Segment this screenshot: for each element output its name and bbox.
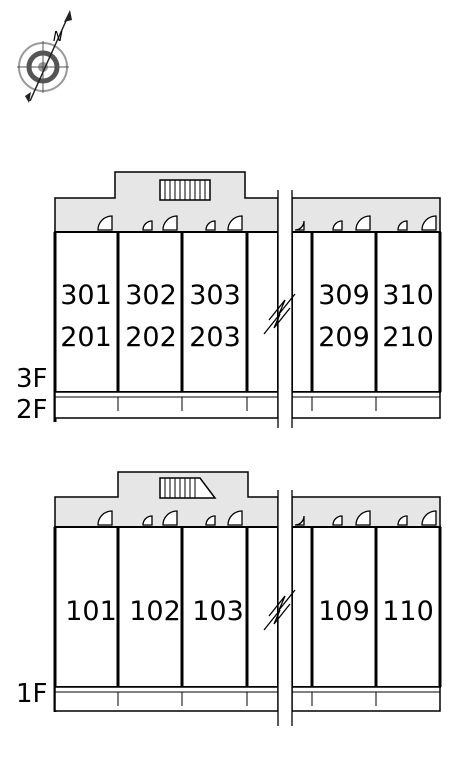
break-line-icon — [268, 589, 296, 617]
lower-floor-plan: 101 102 103 109 110 1F — [16, 471, 442, 726]
unit-303: 303 — [189, 280, 241, 311]
upper-balcony — [54, 391, 279, 419]
break-line-icon — [268, 293, 296, 321]
unit-109: 109 — [318, 596, 370, 627]
unit-210: 210 — [382, 322, 434, 353]
door-swings-upper — [97, 215, 437, 231]
floor-label-3f: 3F — [16, 364, 48, 394]
lower-balcony — [54, 686, 279, 712]
unit-103: 103 — [192, 596, 244, 627]
upper-floor-plan: 301 302 303 309 310 201 202 203 209 210 … — [16, 171, 442, 430]
unit-201: 201 — [60, 322, 112, 353]
unit-309: 309 — [318, 280, 370, 311]
north-letter: N — [53, 30, 63, 45]
floor-label-2f: 2F — [16, 395, 48, 425]
unit-110: 110 — [382, 596, 434, 627]
unit-102: 102 — [129, 596, 181, 627]
compass-rose-icon: N — [17, 10, 72, 103]
unit-302: 302 — [125, 280, 177, 311]
unit-209: 209 — [318, 322, 370, 353]
unit-301: 301 — [60, 280, 112, 311]
unit-101: 101 — [65, 596, 117, 627]
unit-310: 310 — [382, 280, 434, 311]
unit-203: 203 — [189, 322, 241, 353]
staircase-icon — [159, 477, 217, 499]
staircase-icon — [159, 179, 211, 201]
unit-202: 202 — [125, 322, 177, 353]
door-swings-lower — [97, 510, 437, 526]
floor-label-1f: 1F — [16, 679, 48, 709]
